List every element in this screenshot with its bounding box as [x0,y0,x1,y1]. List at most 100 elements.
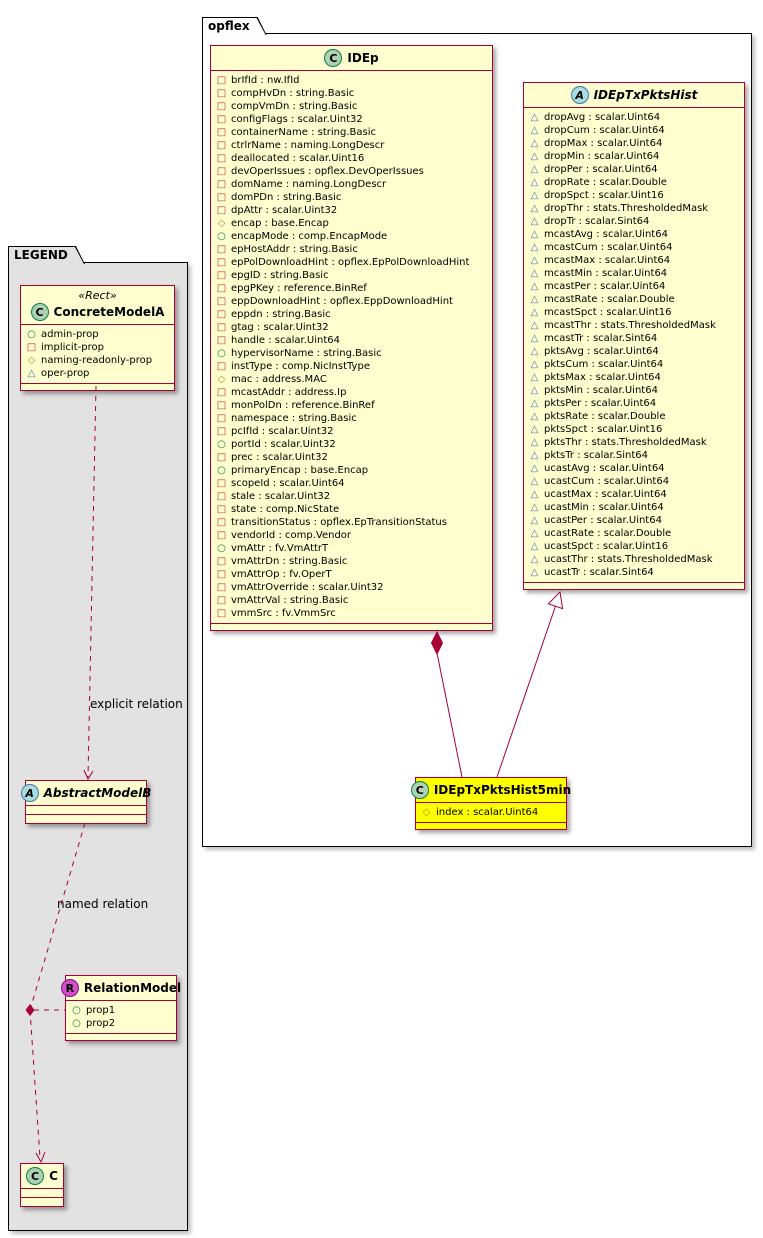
attribute-row: △ucastPer : scalar.Uint64 [529,514,739,527]
attribute-label: epHostAddr : string.Basic [231,244,358,255]
class-hist-attributes: △dropAvg : scalar.Uint64△dropCum : scala… [524,107,744,582]
attribute-row: □vmAttrOverride : scalar.Uint32 [216,581,487,594]
class-spot-icon: C [30,303,49,321]
attribute-label: pktsMin : scalar.Uint64 [544,385,658,396]
square-member-icon: □ [216,530,227,541]
attribute-row: ◇index : scalar.Uint64 [421,806,561,819]
legend-package-tab: LEGEND [8,246,85,264]
triangle-member-icon: △ [530,463,539,474]
attribute-label: implicit-prop [41,342,104,353]
attribute-label: dropPer : scalar.Uint64 [544,164,658,175]
class-idep-methods-compartment [211,623,492,630]
attribute-row: △ucastTr : scalar.Sint64 [529,566,739,579]
attribute-row: △pktsTr : scalar.Sint64 [529,449,739,462]
attribute-label: containerName : string.Basic [231,127,376,138]
attribute-label: dpAttr : scalar.Uint32 [231,205,338,216]
attribute-label: mcastMin : scalar.Uint64 [544,268,668,279]
attribute-label: ucastSpct : scalar.Uint16 [544,541,669,552]
attribute-label: mcastPer : scalar.Uint64 [544,281,666,292]
attribute-row: ○prop2 [71,1017,171,1030]
square-member-icon: □ [216,491,227,502]
attribute-label: mcastCum : scalar.Uint64 [544,242,673,253]
class-abstract-model-b: A AbstractModelB [20,780,151,824]
attribute-label: namespace : string.Basic [231,413,357,424]
attribute-label: vmAttrOp : fv.OperT [231,569,332,580]
triangle-member-icon: △ [530,476,539,487]
attribute-label: handle : scalar.Uint64 [231,335,341,346]
attribute-row: □deallocated : scalar.Uint16 [216,152,487,165]
class-idep: C IDEp □brIfId : nw.IfId□compHvDn : stri… [210,45,493,631]
triangle-member-icon: △ [530,125,539,136]
circle-member-icon: ○ [217,348,226,359]
circle-member-icon: ○ [217,465,226,476]
class-name: C [49,1169,58,1183]
attribute-label: pktsThr : stats.ThresholdedMask [544,437,707,448]
square-member-icon: □ [216,582,227,593]
attribute-row: △pktsRate : scalar.Double [529,410,739,423]
triangle-member-icon: △ [530,385,539,396]
triangle-member-icon: △ [530,138,539,149]
triangle-member-icon: △ [530,541,539,552]
triangle-member-icon: △ [530,554,539,565]
attribute-label: mcastSpct : scalar.Uint16 [544,307,672,318]
attribute-row: △ ucastThr : stats.ThresholdedMask [529,553,739,566]
attribute-row: △ mcastSpct : scalar.Uint16 [529,306,739,319]
triangle-member-icon: △ [530,151,539,162]
attribute-row: ◇encap : base.Encap [216,217,487,230]
attribute-label: vendorId : comp.Vendor [231,530,352,541]
attribute-label: mcastTr : scalar.Sint64 [544,333,658,344]
attribute-label: vmmSrc : fv.VmmSrc [231,608,336,619]
triangle-member-icon: △ [530,528,539,539]
attribute-label: devOperIssues : opflex.DevOperIssues [231,166,424,177]
triangle-member-icon: △ [530,294,539,305]
attribute-label: dropRate : scalar.Double [544,177,667,188]
attribute-label: vmAttrDn : string.Basic [231,556,348,567]
attribute-label: ucastThr : stats.ThresholdedMask [544,554,713,565]
attribute-row: □monPolDn : reference.BinRef [216,399,487,412]
attribute-row: △dropThr : stats.ThresholdedMask [529,202,739,215]
attribute-row: □configFlags : scalar.Uint32 [216,113,487,126]
attribute-label: ucastMax : scalar.Uint64 [544,489,667,500]
square-member-icon: □ [216,127,227,138]
attribute-row: □state : comp.NicState [216,503,487,516]
attribute-row: □brIfId : nw.IfId [216,74,487,87]
square-member-icon: □ [216,283,227,294]
square-member-icon: □ [216,504,227,515]
square-member-icon: □ [216,270,227,281]
triangle-member-icon: △ [530,489,539,500]
attribute-label: domPDn : string.Basic [231,192,342,203]
attribute-row: □compHvDn : string.Basic [216,87,487,100]
attribute-row: △pktsPer : scalar.Uint64 [529,397,739,410]
attribute-label: hypervisorName : string.Basic [231,348,382,359]
attribute-row: ○vmAttr : fv.VmAttrT [216,542,487,555]
triangle-member-icon: △ [530,307,539,318]
attribute-row: △dropMin : scalar.Uint64 [529,150,739,163]
attribute-row: □implicit-prop [26,341,169,354]
triangle-member-icon: △ [530,424,539,435]
attribute-row: □transitionStatus : opflex.EpTransitionS… [216,516,487,529]
attribute-row: △oper-prop [26,367,169,380]
attribute-label: eppDownloadHint : opflex.EppDownloadHint [231,296,453,307]
attribute-row: □vmAttrOp : fv.OperT [216,568,487,581]
square-member-icon: □ [216,257,227,268]
attribute-label: pktsPer : scalar.Uint64 [544,398,657,409]
attribute-label: ucastPer : scalar.Uint64 [544,515,662,526]
attribute-label: scopeId : scalar.Uint64 [231,478,345,489]
attribute-label: prop1 [86,1005,116,1016]
attribute-row: □eppDownloadHint : opflex.EppDownloadHin… [216,295,487,308]
circle-member-icon: ○ [217,543,226,554]
attribute-label: mac : address.MAC [231,374,327,385]
class-abstractb-methods-compartment [26,814,146,823]
attribute-row: △mcastRate : scalar.Double [529,293,739,306]
attribute-row: △pktsSpct : scalar.Uint16 [529,423,739,436]
attribute-row: △ucastCum : scalar.Uint64 [529,475,739,488]
stereotype-label: «Rect» [78,289,117,302]
attribute-label: pcIfId : scalar.Uint32 [231,426,334,437]
attribute-label: prop2 [86,1018,116,1029]
attribute-label: dropTr : scalar.Sint64 [544,216,650,227]
attribute-row: □domPDn : string.Basic [216,191,487,204]
square-member-icon: □ [216,153,227,164]
triangle-member-icon: △ [530,346,539,357]
attribute-row: △dropCum : scalar.Uint64 [529,124,739,137]
explicit-relation-label: explicit relation [90,697,183,711]
